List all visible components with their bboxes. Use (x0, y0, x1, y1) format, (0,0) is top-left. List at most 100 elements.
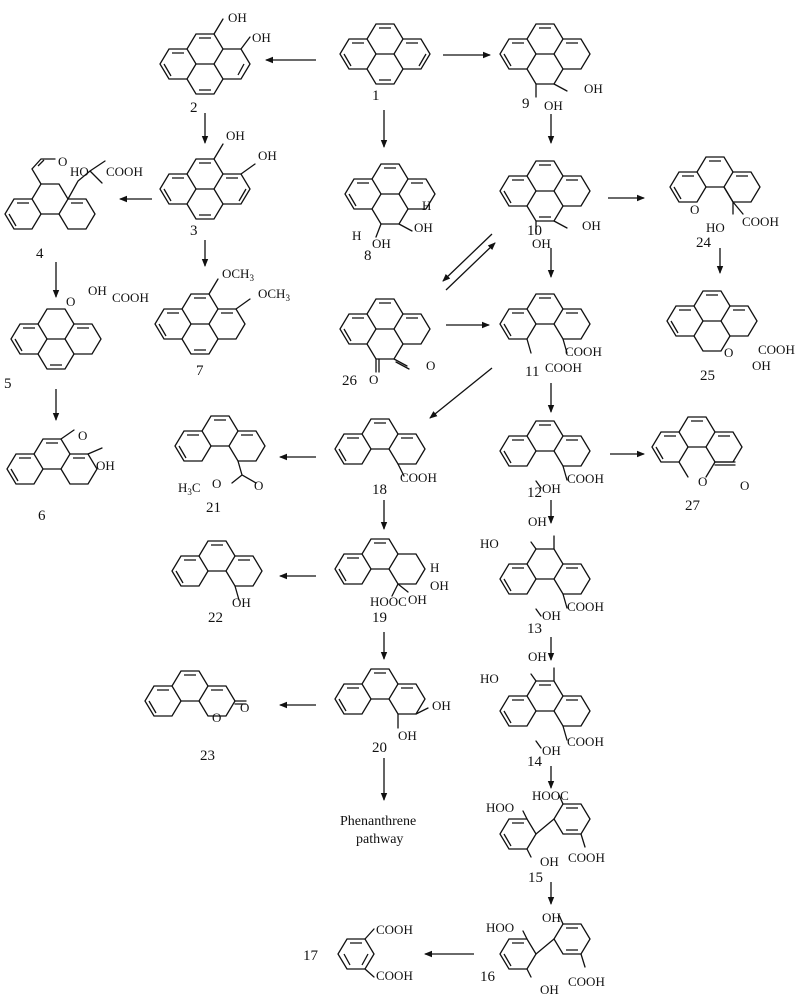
compound-15-structure (499, 794, 591, 858)
compound-20-structure (334, 668, 429, 729)
compound-19-oh-1: OH (430, 578, 449, 593)
compound-18-structure (334, 418, 426, 477)
compound-6-structure (6, 429, 103, 485)
compound-8-h-2: H (352, 228, 361, 243)
compound-17-label: 17 (303, 948, 319, 964)
compound-24-label: 24 (696, 235, 712, 251)
compound-13-ho: HO (480, 536, 499, 551)
compound-24-structure (669, 156, 761, 215)
compound-21-o-1: O (212, 476, 221, 491)
compound-13-oh-top: OH (528, 514, 547, 529)
compound-8-h-1: H (422, 198, 431, 213)
compound-23-o-carbonyl: O (240, 700, 249, 715)
compound-24-cooh: COOH (742, 214, 779, 229)
compound-5-structure (10, 308, 102, 370)
compound-19-label: 19 (372, 610, 387, 626)
compound-27-o-carbonyl: O (740, 478, 749, 493)
compound-16-cooh: COOH (568, 974, 605, 989)
compound-13-label: 13 (527, 621, 542, 637)
compound-17-cooh-2: COOH (376, 968, 413, 983)
phenanthrene-pathway-line1: Phenanthrene (340, 814, 416, 829)
compound-15-hooc-1: HOOC (532, 788, 569, 803)
compound-1-label: 1 (372, 88, 380, 104)
compound-20-oh-1: OH (432, 698, 451, 713)
compound-9-label: 9 (522, 96, 530, 112)
compound-13-oh-bottom: OH (542, 608, 561, 623)
compound-24-ho: HO (706, 220, 725, 235)
compound-10-label: 10 (527, 223, 542, 239)
compound-14-label: 14 (527, 754, 543, 770)
compound-11-cooh-1: COOH (565, 344, 602, 359)
compound-9-oh-1: OH (584, 81, 603, 96)
compound-17-cooh-1: COOH (376, 922, 413, 937)
compound-3-structure (159, 143, 256, 220)
compound-19-oh-2: OH (408, 592, 427, 607)
compound-2-structure (159, 18, 251, 95)
compound-23-label: 23 (200, 748, 215, 764)
compound-19-hooc: HOOC (370, 594, 407, 609)
compound-27-structure (651, 416, 743, 478)
compound-4-label: 4 (36, 246, 44, 262)
compound-26-label: 26 (342, 373, 358, 389)
reaction-arrows (52, 51, 724, 958)
arrow-10-to-26 (442, 233, 493, 282)
compound-15-oh: OH (540, 854, 559, 869)
compound-20-label: 20 (372, 740, 387, 756)
compound-11-structure (499, 293, 591, 354)
compound-24-o: O (690, 202, 699, 217)
compound-12-structure (499, 420, 591, 489)
compound-16-label: 16 (480, 969, 496, 985)
compound-14-oh-bottom: OH (542, 743, 561, 758)
compound-18-label: 18 (372, 482, 387, 498)
compound-9-structure (499, 23, 591, 98)
compound-7-och3-2: OCH3 (258, 286, 290, 303)
compound-12-cooh: COOH (567, 471, 604, 486)
compound-19-structure (334, 538, 426, 597)
compound-22-label: 22 (208, 610, 223, 626)
compound-14-cooh: COOH (567, 734, 604, 749)
compound-8-oh-1: OH (414, 220, 433, 235)
compound-14-structure (499, 667, 591, 749)
compound-4-structure (4, 158, 106, 230)
compound-10-oh-1: OH (582, 218, 601, 233)
compound-20-oh-2: OH (398, 728, 417, 743)
compound-5-o: O (66, 294, 75, 309)
compound-3-oh-1: OH (226, 128, 245, 143)
compound-2-oh-1: OH (228, 10, 247, 25)
compound-25-structure (666, 290, 758, 352)
compound-6-o: O (78, 428, 87, 443)
compound-26-o-2: O (369, 372, 378, 387)
compound-12-label: 12 (527, 485, 542, 501)
compound-1-structure (339, 23, 431, 85)
compound-21-h3c: H3C (178, 480, 201, 497)
arrow-26-to-10 (445, 242, 496, 291)
compound-18-cooh: COOH (400, 470, 437, 485)
compound-15-cooh: COOH (568, 850, 605, 865)
compound-3-oh-2: OH (258, 148, 277, 163)
compound-13-structure (499, 535, 591, 617)
compound-21-structure (174, 415, 266, 484)
compound-8-label: 8 (364, 248, 372, 264)
arrow-11-to-18 (429, 367, 493, 419)
compound-27-o-ring: O (698, 474, 707, 489)
compound-2-oh-2: OH (252, 30, 271, 45)
compound-9-oh-2: OH (544, 98, 563, 113)
compound-23-o-ring: O (212, 710, 221, 725)
compound-27-label: 27 (685, 498, 701, 514)
compound-16-structure (499, 914, 591, 978)
compound-16-oh-bottom: OH (540, 982, 559, 997)
compound-7-structure (154, 278, 251, 355)
compound-11-label: 11 (525, 364, 539, 380)
compound-23-structure (144, 670, 247, 717)
compound-4-cooh: COOH (106, 164, 143, 179)
compound-16-hoo: HOO (486, 920, 514, 935)
compound-25-label: 25 (700, 368, 715, 384)
compound-10-structure (499, 160, 591, 235)
compound-14-oh-top: OH (528, 649, 547, 664)
compound-22-structure (171, 540, 263, 601)
phenanthrene-pathway-line2: pathway (356, 832, 403, 847)
compound-4-ho: HO (70, 164, 89, 179)
compound-25-cooh: COOH (758, 342, 795, 357)
compound-11-cooh-2: COOH (545, 360, 582, 375)
compound-10-oh-2: OH (532, 236, 551, 251)
